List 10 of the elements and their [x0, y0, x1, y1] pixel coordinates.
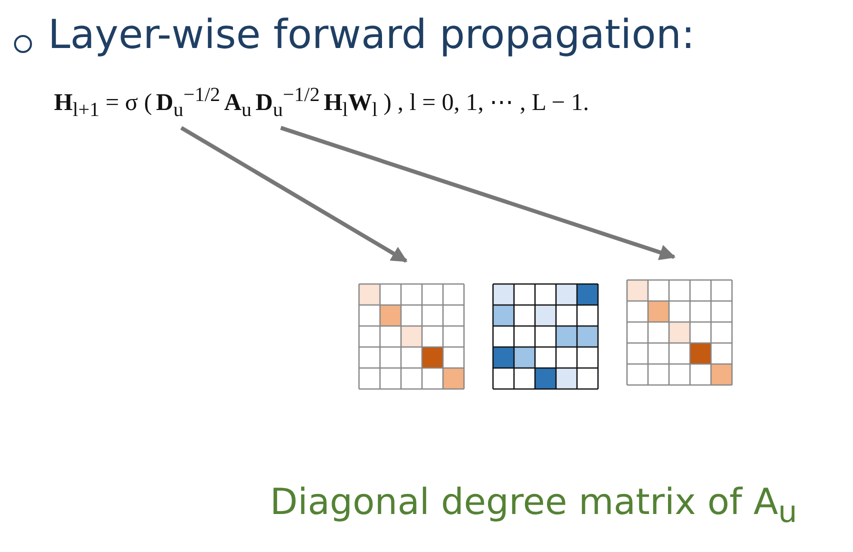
matrix-grid	[358, 283, 465, 390]
matrix-grid	[626, 279, 733, 386]
slide-title: Layer-wise forward propagation:	[48, 12, 695, 58]
formula-term: A$_{u}$	[223, 90, 253, 122]
arrow	[180, 126, 408, 263]
caption: Diagonal degree matrix of A$_{u}$	[270, 482, 798, 530]
matrix-grid	[492, 283, 599, 390]
formula-term: H$_{l}$W$_{l}$ ) , l = 0, 1, ⋯ , L − 1.	[322, 89, 590, 122]
formula-term: H$_{l+1}$ = σ (	[53, 90, 153, 122]
arrow	[280, 126, 676, 260]
